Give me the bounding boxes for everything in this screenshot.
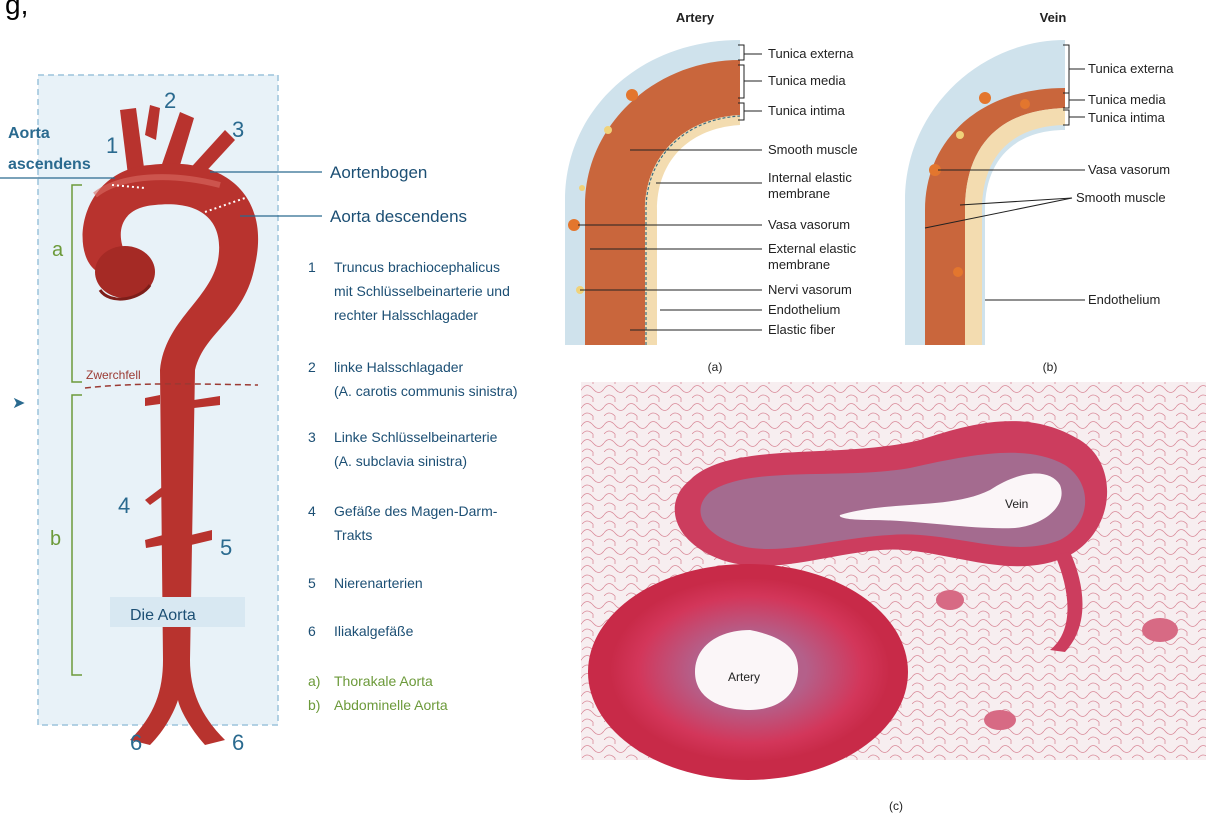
vein-label-endothelium: Endothelium: [1088, 292, 1160, 307]
artery-title: Artery: [676, 10, 715, 25]
num-2: 2: [164, 88, 176, 113]
legend-num-3: 3: [308, 429, 316, 445]
vein-vasa-1: [979, 92, 991, 104]
num-6-right: 6: [232, 730, 244, 755]
artery-vasa-1: [626, 89, 638, 101]
artery-nervi-3: [579, 185, 585, 191]
section-label-b: Abdominelle Aorta: [334, 697, 448, 713]
legend-num-6: 6: [308, 623, 316, 639]
artery-label-external-elastic-2: membrane: [768, 257, 830, 272]
num-1: 1: [106, 133, 118, 158]
histology-image: Vein Artery (c): [560, 380, 1206, 816]
section-label-a: Thorakale Aorta: [334, 673, 433, 689]
vein-label-externa: Tunica externa: [1088, 61, 1174, 76]
legend-2-line-1: linke Halsschlagader: [334, 359, 464, 375]
legend-6-line-1: Iliakalgefäße: [334, 623, 414, 639]
top-partial-text: g,: [5, 0, 28, 20]
vein-vasa-4: [1020, 99, 1030, 109]
artery-label-vasa: Vasa vasorum: [768, 217, 850, 232]
aortenbogen-label: Aortenbogen: [330, 163, 427, 182]
artery-label-nervi: Nervi vasorum: [768, 282, 852, 297]
legend-5-line-1: Nierenarterien: [334, 575, 423, 591]
small-vessel-1: [936, 590, 964, 610]
sections-legend: a) Thorakale Aorta b) Abdominelle Aorta: [308, 673, 448, 713]
legend-1-line-3: rechter Halsschlagader: [334, 307, 478, 323]
pointer-arrow-icon: ➤: [12, 395, 25, 412]
artery-label-internal-elastic-1: Internal elastic: [768, 170, 852, 185]
legend-4-line-1: Gefäße des Magen-Darm-: [334, 503, 498, 519]
artery-label-externa: Tunica externa: [768, 46, 854, 61]
artery-label-external-elastic-1: External elastic: [768, 241, 857, 256]
artery-label-endothelium: Endothelium: [768, 302, 840, 317]
vein-title: Vein: [1040, 10, 1067, 25]
vessel-wall-diagram: Artery: [560, 0, 1206, 380]
artery-caption: (a): [708, 360, 723, 374]
vein-caption: (b): [1043, 360, 1058, 374]
num-6-left: 6: [130, 730, 142, 755]
legend-num-2: 2: [308, 359, 316, 375]
small-vessel-3: [984, 710, 1016, 730]
legend-2-line-2: (A. carotis communis sinistra): [334, 383, 518, 399]
aorta-diagram-panel: g, Zwerchfell Die Aorta a: [0, 0, 560, 816]
legend-num-4: 4: [308, 503, 316, 519]
artery-label-intima: Tunica intima: [768, 103, 846, 118]
legend-1-line-1: Truncus brachiocephalicus: [334, 259, 500, 275]
histology-panel: Vein Artery (c): [560, 380, 1206, 816]
zwerchfell-label: Zwerchfell: [86, 368, 141, 382]
vein-label-smooth-muscle: Smooth muscle: [1076, 190, 1166, 205]
artery-histology-label: Artery: [728, 670, 760, 684]
ascendens-label-2: ascendens: [8, 156, 91, 173]
vein-label-intima: Tunica intima: [1088, 110, 1166, 125]
legend-4-line-2: Trakts: [334, 527, 372, 543]
section-key-b: b): [308, 697, 320, 713]
num-3: 3: [232, 117, 244, 142]
artery-label-smooth-muscle: Smooth muscle: [768, 142, 858, 157]
artery-nervi-1: [604, 126, 612, 134]
legend-1-line-2: mit Schlüsselbeinarterie und: [334, 283, 510, 299]
vein-labels: Tunica externa Tunica media Tunica intim…: [1076, 61, 1174, 307]
vein-vasa-3: [953, 267, 963, 277]
die-aorta-label: Die Aorta: [130, 607, 196, 624]
vein-histology-label: Vein: [1005, 497, 1028, 511]
artery-label-elastic-fiber: Elastic fiber: [768, 322, 836, 337]
vein-wall-drawing: [905, 40, 1065, 345]
num-4: 4: [118, 493, 130, 518]
small-vessel-2: [1142, 618, 1178, 642]
legend-num-5: 5: [308, 575, 316, 591]
num-5: 5: [220, 535, 232, 560]
ascendens-label-1: Aorta: [8, 125, 50, 142]
aorta-diagram: g, Zwerchfell Die Aorta a: [0, 0, 560, 816]
vein-label-media: Tunica media: [1088, 92, 1166, 107]
artery-labels: Tunica externa Tunica media Tunica intim…: [768, 46, 858, 337]
legend: 1 Truncus brachiocephalicus mit Schlüsse…: [308, 259, 518, 639]
legend-3-line-1: Linke Schlüsselbeinarterie: [334, 429, 498, 445]
vessel-wall-panel: Artery: [560, 0, 1206, 380]
artery-label-media: Tunica media: [768, 73, 846, 88]
artery-label-internal-elastic-2: membrane: [768, 186, 830, 201]
legend-num-1: 1: [308, 259, 316, 275]
vein-label-vasa: Vasa vasorum: [1088, 162, 1170, 177]
artery-wall-drawing: [565, 40, 740, 345]
vein-nervi-1: [956, 131, 964, 139]
section-a-label: a: [52, 239, 64, 261]
descendens-label: Aorta descendens: [330, 207, 467, 226]
legend-3-line-2: (A. subclavia sinistra): [334, 453, 467, 469]
section-b-label: b: [50, 528, 61, 550]
histology-caption: (c): [889, 799, 903, 813]
section-key-a: a): [308, 673, 320, 689]
